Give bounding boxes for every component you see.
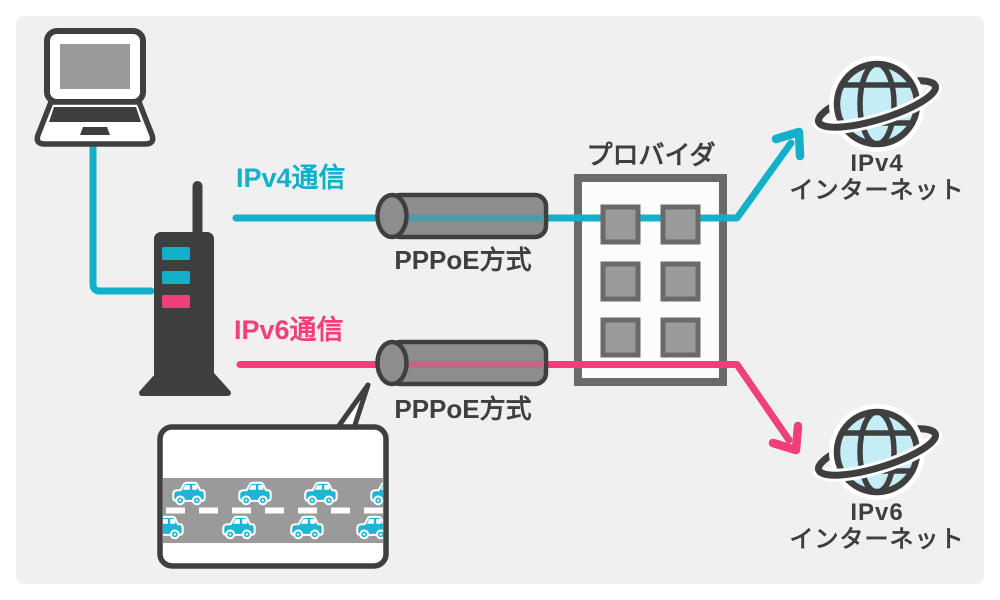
- globe-ipv6-icon: [814, 412, 940, 492]
- pppoe-ipv4-label: PPPoE方式: [394, 245, 532, 275]
- window-icon: [660, 204, 701, 245]
- window-icon: [660, 261, 701, 302]
- window-icon: [600, 204, 641, 245]
- window-icon: [600, 261, 641, 302]
- pppoe-pipe-ipv4-icon: [375, 192, 549, 240]
- ipv6-line-label: IPv6通信: [234, 315, 344, 345]
- pppoe-pipe-ipv6-icon: [375, 339, 549, 387]
- provider-windows: [600, 204, 701, 358]
- laptop-icon: [34, 28, 156, 147]
- cable-line: [89, 143, 155, 295]
- ipv6-internet-label: IPv6 インターネット: [782, 499, 972, 553]
- router-light-ipv6: [162, 295, 190, 308]
- provider-building-icon: [574, 174, 727, 386]
- router-light-ipv4: [162, 247, 190, 260]
- ipv4-internet-label-line2: インターネット: [789, 177, 965, 204]
- globe-ipv4-icon: [814, 64, 940, 144]
- ipv4-internet-label: IPv4 インターネット: [782, 150, 972, 204]
- router-light-ipv4b: [162, 271, 190, 284]
- ipv6-internet-label-line2: インターネット: [789, 526, 965, 553]
- ipv6-internet-label-line1: IPv6: [850, 499, 904, 526]
- provider-label: プロバイダ: [586, 140, 716, 170]
- speech-bubble-icon: [157, 382, 389, 569]
- window-icon: [600, 317, 641, 358]
- traffic-jam-road-icon: [163, 478, 383, 543]
- router-icon: [139, 181, 231, 396]
- ipv4-internet-label-line1: IPv4: [850, 150, 904, 177]
- window-icon: [660, 317, 701, 358]
- ipv4-line-label: IPv4通信: [236, 163, 346, 193]
- pppoe-ipv6-label: PPPoE方式: [394, 394, 532, 424]
